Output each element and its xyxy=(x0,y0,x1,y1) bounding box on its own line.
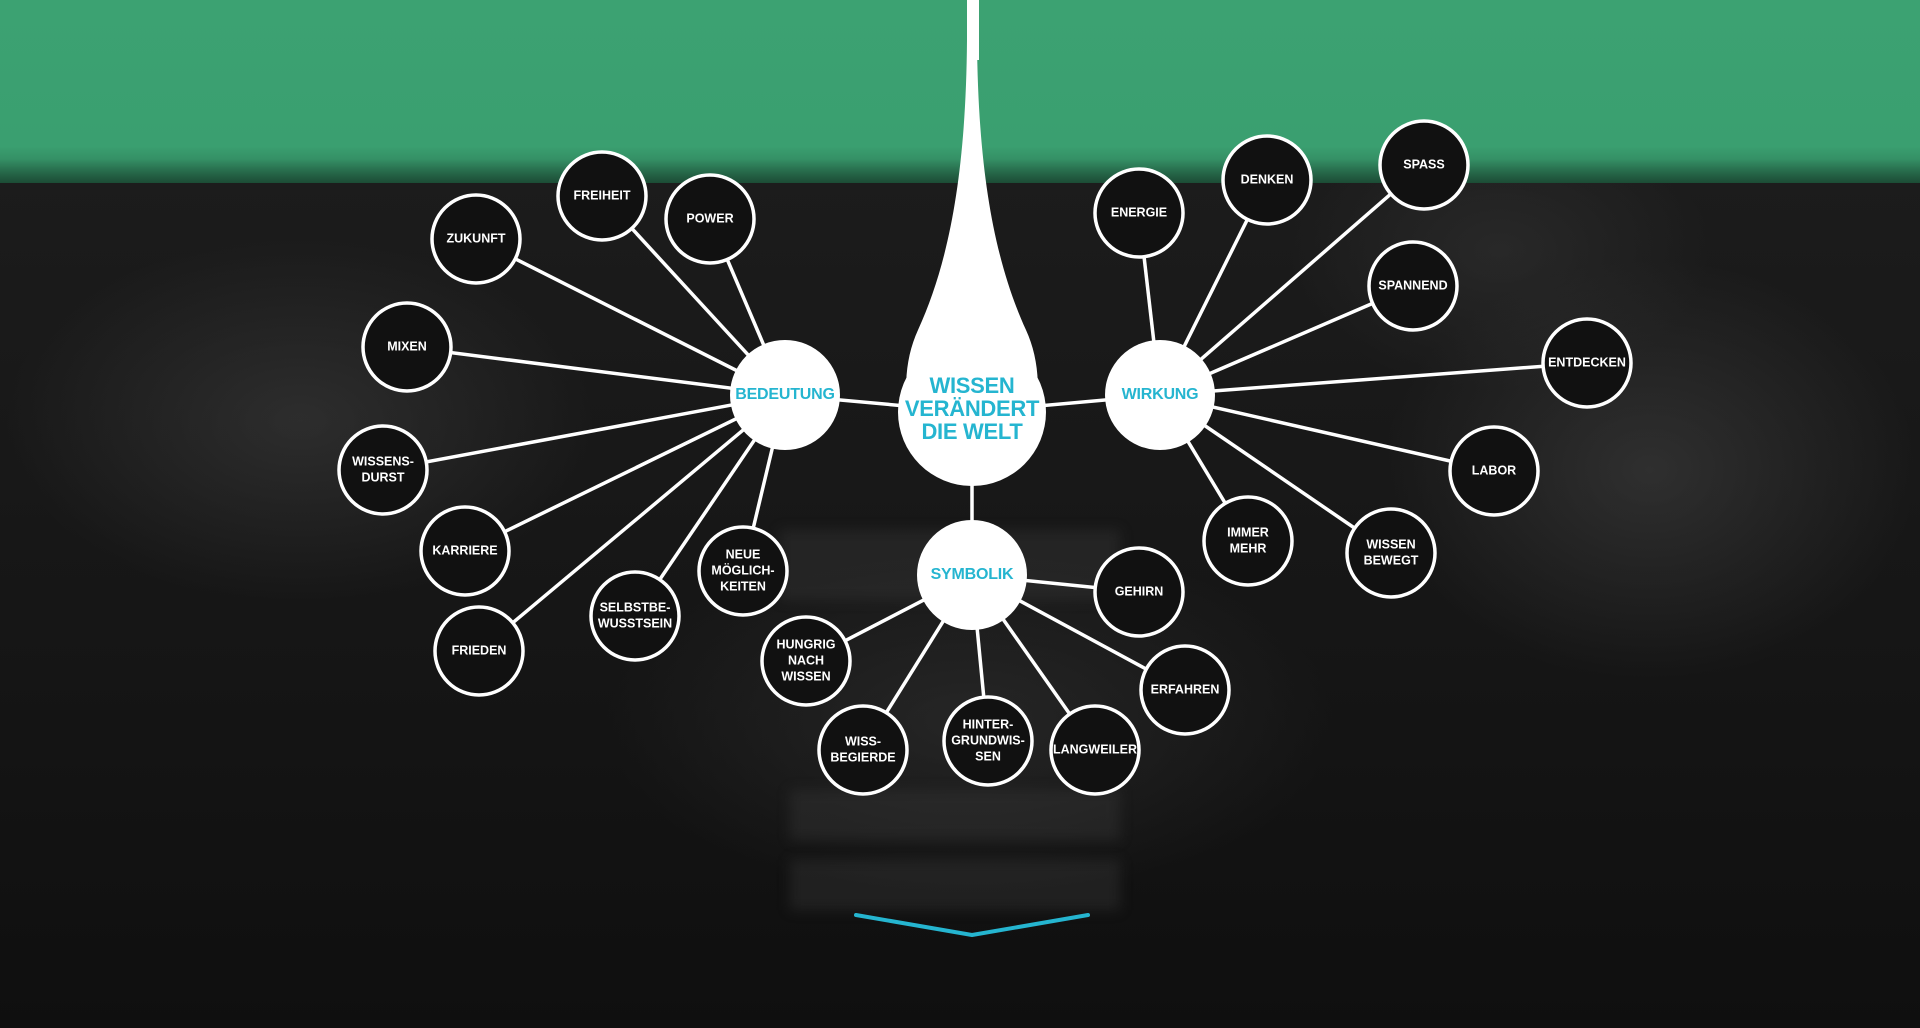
node-label: FREIHEIT xyxy=(574,188,631,202)
node-erfahren[interactable]: ERFAHREN xyxy=(1139,644,1231,736)
node-freiheit[interactable]: FREIHEIT xyxy=(556,150,648,242)
center-node-circle xyxy=(898,338,1046,486)
node-label: ZUKUNFT xyxy=(446,231,505,245)
node-karriere[interactable]: KARRIERE xyxy=(419,505,511,597)
node-circle xyxy=(589,570,681,662)
hub-circle xyxy=(1105,340,1215,450)
hub-wirkung[interactable]: WIRKUNG xyxy=(1105,340,1215,450)
node-mixen[interactable]: MIXEN xyxy=(361,301,453,393)
node-label: DENKEN xyxy=(1241,172,1294,186)
background-blur-shape xyxy=(790,790,1120,840)
node-label: KARRIERE xyxy=(432,543,497,557)
node-frieden[interactable]: FRIEDEN xyxy=(433,605,525,697)
node-label: SELBSTBE-WUSSTSEIN xyxy=(598,600,672,630)
node-circle xyxy=(361,301,453,393)
node-label: HINTER-GRUNDWIS-SEN xyxy=(951,717,1025,763)
node-selbstbe-wusstsein[interactable]: SELBSTBE-WUSSTSEIN xyxy=(589,570,681,662)
node-label: ERFAHREN xyxy=(1151,682,1220,696)
node-circle xyxy=(1448,425,1540,517)
node-circle xyxy=(556,150,648,242)
edge-bedeutung-zukunft xyxy=(475,237,786,397)
node-circle xyxy=(1139,644,1231,736)
node-circle xyxy=(942,695,1034,787)
edge-bedeutung-wissens-durst xyxy=(382,393,786,472)
hub-bedeutung[interactable]: BEDEUTUNG xyxy=(730,340,840,450)
hub-label: BEDEUTUNG xyxy=(735,386,835,403)
node-wiss-begierde[interactable]: WISS-BEGIERDE xyxy=(817,704,909,796)
node-label: ENTDECKEN xyxy=(1548,355,1626,369)
edge-wirkung-spass xyxy=(1158,163,1426,397)
node-wissens-durst[interactable]: WISSENS-DURST xyxy=(337,424,429,516)
node-langweiler[interactable]: LANGWEILER xyxy=(1049,704,1141,796)
edge-bedeutung-karriere xyxy=(464,393,786,553)
chevron-down-icon[interactable] xyxy=(854,913,1090,937)
node-spass[interactable]: SPASS xyxy=(1378,119,1470,211)
edge-bedeutung-mixen xyxy=(406,345,786,397)
node-label: WISSENS-DURST xyxy=(352,454,414,484)
edge-bedeutung-frieden xyxy=(477,393,787,653)
hub-circle xyxy=(917,520,1027,630)
hub-label: WIRKUNG xyxy=(1122,386,1199,403)
node-label: MIXEN xyxy=(387,339,427,353)
background-blur-shape xyxy=(790,860,1120,910)
node-circle xyxy=(419,505,511,597)
node-labor[interactable]: LABOR xyxy=(1448,425,1540,517)
node-zukunft[interactable]: ZUKUNFT xyxy=(430,193,522,285)
node-label: LANGWEILER xyxy=(1053,742,1137,756)
green-header-band xyxy=(0,0,1920,183)
hub-symbolik[interactable]: SYMBOLIK xyxy=(917,520,1027,630)
node-circle xyxy=(1345,507,1437,599)
node-spannend[interactable]: SPANNEND xyxy=(1367,240,1459,332)
node-power[interactable]: POWER xyxy=(664,173,756,265)
node-circle xyxy=(1541,317,1633,409)
node-gehirn[interactable]: GEHIRN xyxy=(1093,546,1185,638)
node-circle xyxy=(817,704,909,796)
node-circle xyxy=(430,193,522,285)
node-label: SPASS xyxy=(1403,157,1444,171)
node-label: LABOR xyxy=(1472,463,1516,477)
node-entdecken[interactable]: ENTDECKEN xyxy=(1541,317,1633,409)
node-circle xyxy=(1093,167,1185,259)
node-circle xyxy=(760,615,852,707)
node-label: POWER xyxy=(686,211,733,225)
node-label: WISS-BEGIERDE xyxy=(830,734,895,764)
node-denken[interactable]: DENKEN xyxy=(1221,134,1313,226)
node-label: SPANNEND xyxy=(1378,278,1447,292)
node-label: FRIEDEN xyxy=(452,643,507,657)
node-circle xyxy=(1367,240,1459,332)
node-circle xyxy=(337,424,429,516)
node-circle xyxy=(1378,119,1470,211)
hub-circle xyxy=(730,340,840,450)
hub-label: SYMBOLIK xyxy=(931,566,1014,583)
node-circle xyxy=(1049,704,1141,796)
node-label: GEHIRN xyxy=(1115,584,1164,598)
node-circle xyxy=(1221,134,1313,226)
edge-wirkung-entdecken xyxy=(1159,361,1588,397)
node-circle xyxy=(1202,495,1294,587)
node-hinter-grundwis-sen[interactable]: HINTER-GRUNDWIS-SEN xyxy=(942,695,1034,787)
diagram-nodes: ZUKUNFT FREIHEIT POWER MIXEN WISSENS-DURST KA… xyxy=(337,119,1633,796)
node-circle xyxy=(433,605,525,697)
node-label: ENERGIE xyxy=(1111,205,1167,219)
node-circle xyxy=(664,173,756,265)
node-energie[interactable]: ENERGIE xyxy=(1093,167,1185,259)
node-circle xyxy=(1093,546,1185,638)
edge-wirkung-labor xyxy=(1159,393,1495,473)
node-circle xyxy=(697,525,789,617)
